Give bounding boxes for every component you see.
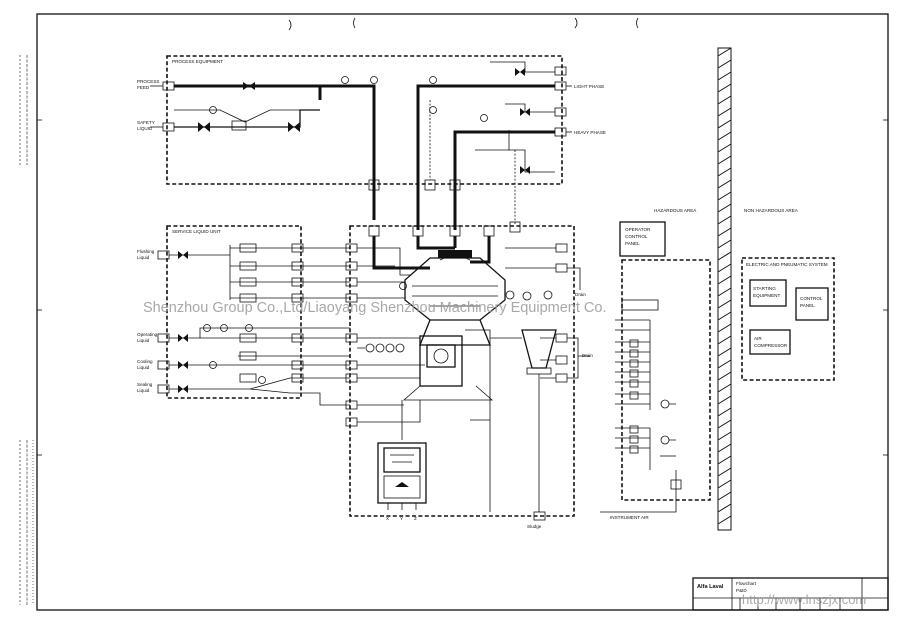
separator-frame [402,329,494,421]
process-feed-label-1: PROCESS [137,79,159,84]
title-block [692,577,889,611]
service-liquid-outlets [291,243,304,383]
sealing-liquid-label-1: Sealing [137,382,153,387]
safety-liquid-label-1: SAFETY [137,120,155,125]
process-feed-line [150,81,376,220]
safety-liquid-line [150,109,320,132]
flushing-liquid-label-2: Liquid [137,255,150,260]
motor-terminal-y: Y [400,516,403,521]
starting-equipment-box [749,279,787,307]
operating-liquid-label-2: Liquid [137,338,150,343]
heavy-phase-line [453,114,572,230]
electric-pneumatic-box [741,257,835,381]
process-equipment-label: PROCESS EQUIPMENT [172,59,223,64]
separator-top-connections [368,225,495,270]
upper-box-crossing-connectors [368,179,521,233]
sludge-cyclone [490,329,557,512]
zone-ticks [37,119,888,456]
operator-control-panel [619,221,666,257]
hazardous-area-label: HAZARDOUS AREA [654,208,697,213]
cooling-liquid-label-1: Cooling [137,359,153,364]
sludge-outlet [533,511,546,521]
separator-inlet-connections [345,243,358,427]
instrument-air-label: INSTRUMENT AIR [610,515,649,520]
sealing-liquid-label-2: Liquid [137,388,150,393]
non-hazardous-area-label: NON HAZARDOUS AREA [744,208,799,213]
separator-internal-lines [357,247,491,512]
watermark-url: http://www.lnszjx.com [742,592,866,607]
heavy-phase-label: HEAVY PHASE [574,130,606,135]
instrument-air-line [600,505,677,513]
sludge-label: Sludge [527,524,542,529]
separator-right-outlets [505,243,590,383]
control-panel-box [795,287,829,321]
operator-panel-label-2: CONTROL [625,234,648,239]
control-panel-label-1: CONTROL [800,296,823,301]
process-equipment-box [166,55,563,185]
air-compressor-label-1: AIR [754,336,762,341]
control-panel-label-2: PANEL [800,303,815,308]
operator-panel-label-1: OPERATOR [625,227,651,232]
title-block-doc-2: P&ID [736,588,747,593]
watermark-center: Shenzhou Group Co.,Ltd/Liaoyang Shenzhou… [143,300,607,316]
hazardous-junction-box [621,259,711,501]
process-feed-valves [209,76,378,114]
light-phase-line [416,61,572,230]
hazardous-terminal-rail [615,299,682,505]
cooling-liquid-label-2: Liquid [137,365,150,370]
title-block-doc-1: Flowchart [736,581,757,586]
operator-panel-label-3: PANEL [625,241,640,246]
process-feed-label-2: FEED [137,85,150,90]
left-margin-notes [19,55,34,605]
service-liquid-box [166,225,302,399]
starting-equipment-label-2: EQUIPMENT [753,293,781,298]
area-divider-wall [717,47,732,531]
drain-right-label: Drain [575,292,586,297]
separator-box [349,225,575,517]
motor-terminal-z: Z [414,516,417,521]
drive-motor [377,400,427,510]
top-parenthesis-marks [288,17,639,31]
service-liquid-lines [169,245,350,406]
air-compressor-label-2: COMPRESSOR [754,343,788,348]
upper-signal-lines [373,100,516,225]
air-compressor-box [749,329,791,355]
steam-drain-label: Drain [582,353,593,358]
separator-side-gauges [357,282,553,353]
title-block-company: Alfa Laval [697,584,724,590]
starting-equipment-label-1: STARTING [753,286,776,291]
service-liquid-solenoid-valves [178,243,266,393]
motor-terminal-x: X [386,516,389,521]
operating-liquid-label-1: Operating [137,332,158,337]
light-phase-label: LIGHT PHASE [574,84,604,89]
electric-pneumatic-label: ELECTRIC AND PNEUMATIC SYSTEM [746,262,828,267]
safety-liquid-label-2: LIQUID [137,126,153,131]
service-liquid-label: SERVICE LIQUID UNIT [172,229,221,234]
flushing-liquid-label-1: Flushing [137,249,155,254]
